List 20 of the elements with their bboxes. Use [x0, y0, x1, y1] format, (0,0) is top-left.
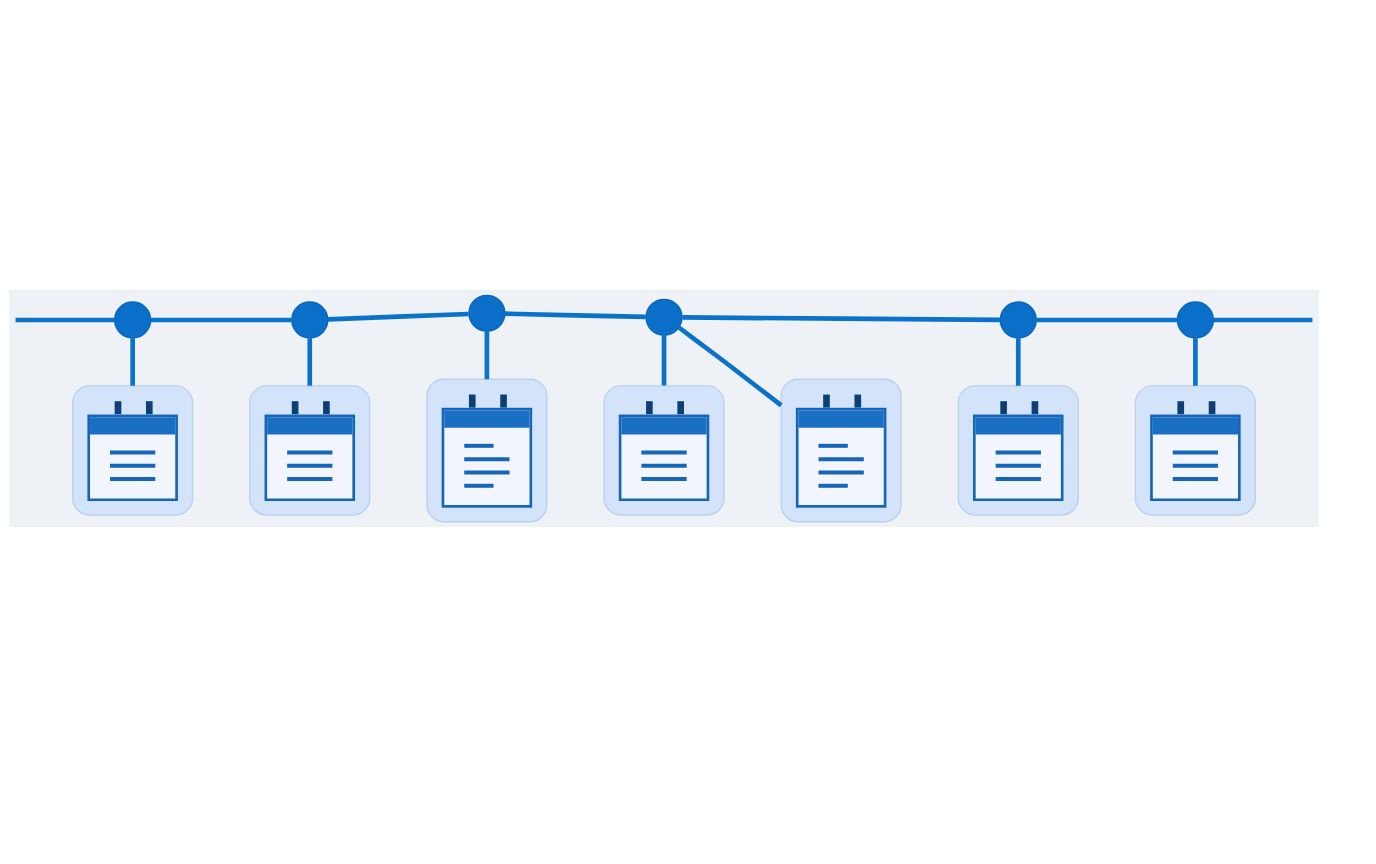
- connector: [504, 310, 646, 319]
- connector: [1193, 337, 1198, 386]
- node-circle: [1176, 300, 1215, 339]
- connector: [1015, 337, 1021, 386]
- node-circle: [114, 300, 152, 339]
- connector: [682, 314, 1001, 322]
- node-circle: [468, 294, 506, 332]
- connector: [1036, 317, 1178, 322]
- node-circle: [645, 298, 683, 336]
- connector: [484, 330, 490, 379]
- connector: [130, 337, 135, 386]
- connector: [150, 317, 292, 322]
- connector: [661, 334, 667, 385]
- connector: [327, 311, 469, 322]
- connector: [307, 337, 313, 386]
- connector: [15, 317, 115, 322]
- node-circle: [291, 300, 329, 339]
- connector: [677, 325, 783, 407]
- connector: [1213, 317, 1313, 322]
- node-circle: [999, 300, 1037, 339]
